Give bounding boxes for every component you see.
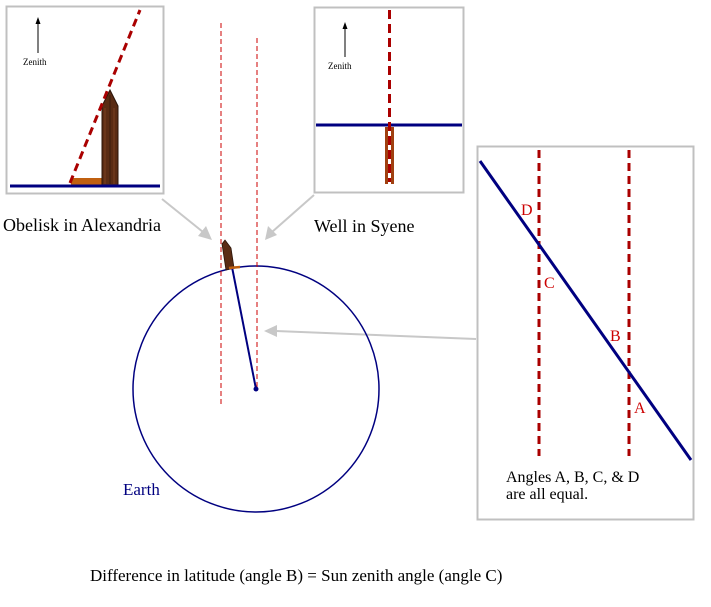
caption: Difference in latitude (angle B) = Sun z…	[90, 566, 502, 585]
obelisk-small-shadow	[228, 265, 241, 270]
obelisk-small	[221, 239, 235, 271]
angle-label-a: A	[634, 400, 646, 417]
angle-label-c: C	[544, 275, 555, 292]
earth-label: Earth	[123, 480, 160, 499]
zenith-label-right: Zenith	[328, 61, 352, 71]
angles-note-line1: Angles A, B, C, & D	[506, 469, 639, 486]
zenith-arrowhead-left	[35, 17, 41, 24]
obelisk-inset: Zenith	[5, 5, 165, 195]
radius-line	[478, 160, 693, 461]
angles-note-line2: are all equal.	[506, 486, 588, 503]
pointer-arrow-detail	[264, 325, 477, 340]
earth-circle	[132, 265, 380, 513]
earth-radius-alexandria	[231, 266, 257, 390]
obelisk-inset-frame	[5, 5, 165, 195]
earth-group	[132, 23, 380, 513]
zenith-arrowhead-right	[342, 22, 348, 29]
angle-label-d: D	[521, 202, 533, 219]
well-inset: Zenith	[313, 6, 465, 194]
zenith-label-left: Zenith	[23, 57, 47, 67]
sun-ray-obelisk	[68, 9, 142, 184]
pointer-arrow-well	[265, 194, 315, 240]
pointer-arrow-obelisk	[161, 198, 212, 240]
well-label: Well in Syene	[314, 216, 415, 236]
obelisk-shadow	[71, 178, 102, 185]
obelisk-label: Obelisk in Alexandria	[3, 215, 161, 235]
earth-center	[253, 386, 259, 392]
angles-inset: D C B A Angles A, B, C, & D are all equa…	[476, 145, 695, 521]
angle-label-b: B	[610, 328, 621, 345]
